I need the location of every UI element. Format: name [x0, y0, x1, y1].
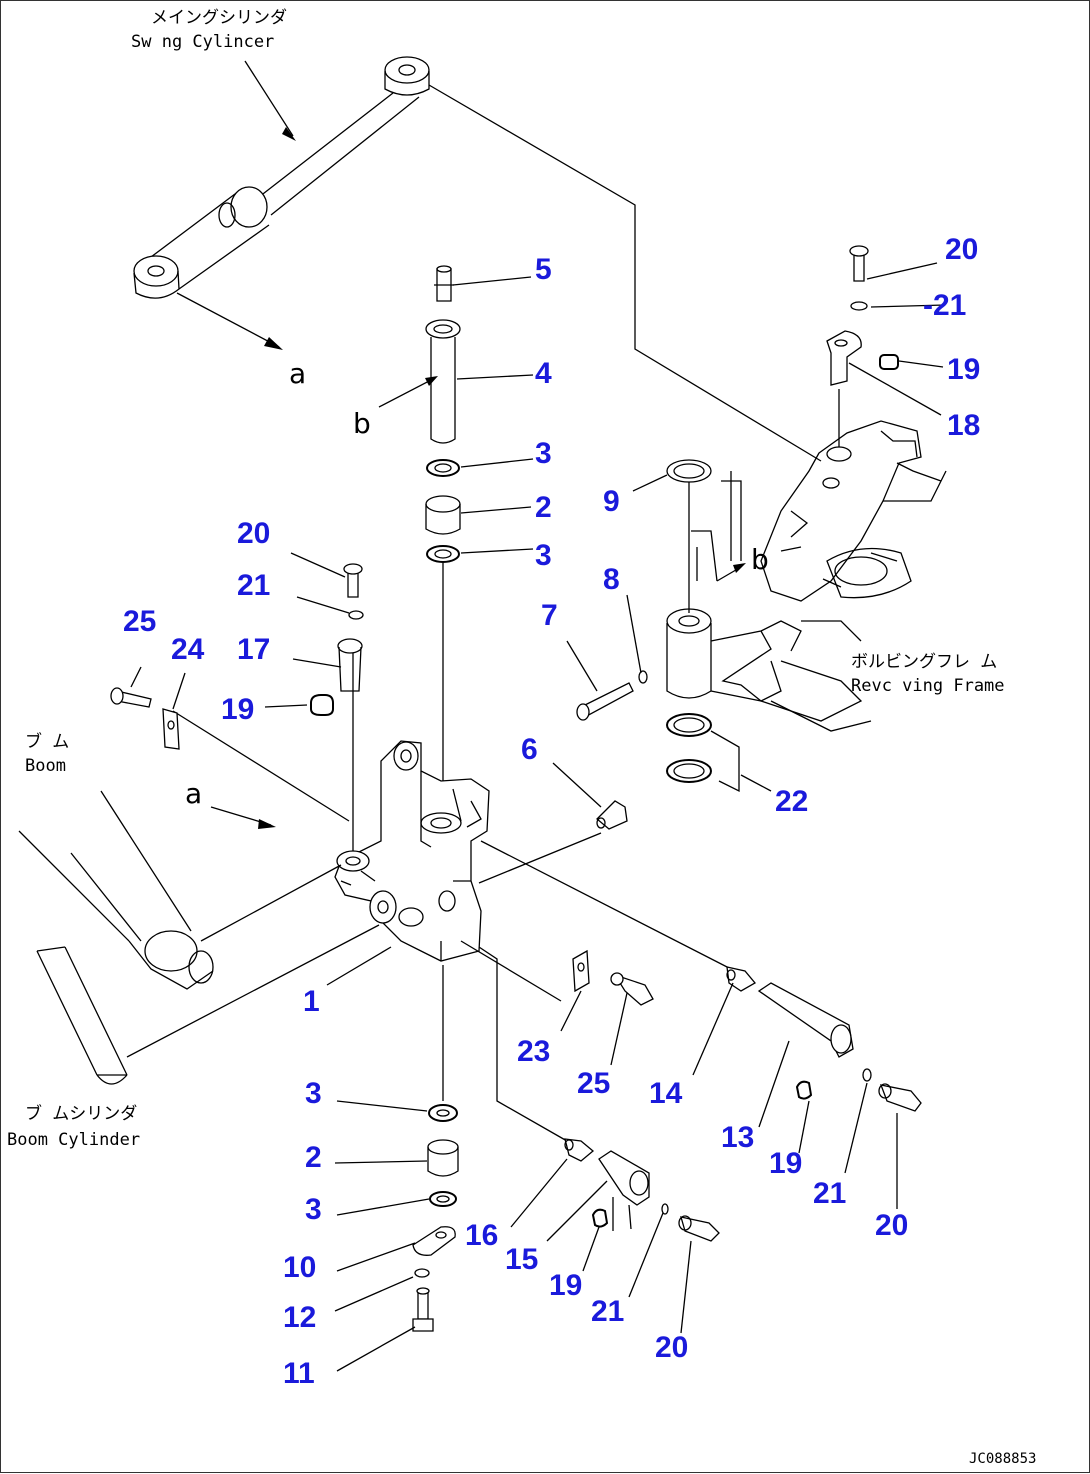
part-number-label: 25	[577, 1067, 610, 1100]
part-number-label: 8	[603, 563, 620, 596]
part-number-label: 11	[283, 1357, 315, 1390]
part-number-label: 25	[123, 605, 156, 638]
part-number-label: 3	[535, 437, 552, 470]
part-number-label: 4	[535, 357, 552, 390]
part-number-label: 14	[649, 1077, 683, 1110]
revolving-frame-label-en: Revc ving Frame	[851, 676, 1005, 696]
part-number-label: 12	[283, 1301, 316, 1334]
drawing-code: JC088853	[969, 1451, 1036, 1467]
part-number-label: 3	[535, 539, 552, 572]
part-number-label: 10	[283, 1251, 316, 1284]
part-number-label: 20	[875, 1209, 908, 1242]
left-small-parts-drawing	[110, 563, 364, 750]
part-number-label: 9	[603, 485, 620, 518]
part-number-label: 3	[305, 1193, 322, 1226]
part-number-label: 2	[535, 491, 552, 524]
swing-cylinder-label-jp: メイングシリンダ	[151, 8, 287, 28]
pin-stack-drawing	[378, 265, 461, 797]
part-number-label: 19	[221, 693, 254, 726]
view-b-label-frame: b	[751, 543, 769, 576]
captions: メイングシリンダ Sw ng Cylincer ボルビングフレ ム Revc v…	[7, 8, 1036, 1467]
part-number-label: 13	[721, 1121, 754, 1154]
part-number-label: 19	[769, 1147, 802, 1180]
swing-cylinder-drawing	[133, 56, 822, 462]
part-number-label: 17	[237, 633, 270, 666]
part-number-label: 19	[947, 353, 980, 386]
part-number-label: 15	[505, 1243, 538, 1276]
view-a-label-bracket: a	[185, 777, 202, 810]
part-number-label: 24	[171, 633, 205, 666]
right-lower-parts-drawing	[564, 800, 922, 1242]
part-number-label: 16	[465, 1219, 498, 1252]
part-number-label: 18	[947, 409, 980, 442]
boom-cylinder-label-jp: ブ ムシリンダ	[25, 1103, 137, 1124]
revolving-frame-drawing	[576, 245, 947, 793]
boom-cylinder-label-en: Boom Cylinder	[7, 1130, 140, 1150]
part-number-label: 3	[305, 1077, 322, 1110]
part-number-label: 1	[303, 985, 320, 1018]
view-b-label-top: b	[353, 407, 371, 440]
part-number-label: -21	[923, 289, 966, 322]
leader-lines	[130, 262, 946, 1372]
lower-stack-drawing	[412, 1104, 459, 1332]
part-number-label: 22	[775, 785, 808, 818]
part-number-label: 2	[305, 1141, 322, 1174]
part-number-label: 21	[591, 1295, 624, 1328]
part-number-label: 5	[535, 253, 552, 286]
swing-bracket-drawing	[172, 641, 732, 1142]
boom-label-en: Boom	[25, 756, 66, 776]
boom-label-jp: ブ ム	[25, 731, 69, 752]
part-number-label: 7	[541, 599, 558, 632]
part-number-label: 21	[237, 569, 270, 602]
revolving-frame-label-jp: ボルビングフレ ム	[851, 652, 997, 672]
part-number-label: 20	[237, 517, 270, 550]
view-a-label-top: a	[289, 357, 306, 390]
part-number-label: 19	[549, 1269, 582, 1302]
swing-cylinder-label-en: Sw ng Cylincer	[131, 32, 274, 52]
part-number-label: 6	[521, 733, 538, 766]
part-number-label: 20	[655, 1331, 688, 1364]
part-number-label: 20	[945, 233, 978, 266]
part-number-label: 21	[813, 1177, 846, 1210]
part-number-label: 23	[517, 1035, 550, 1068]
boom-drawing	[18, 790, 380, 1085]
